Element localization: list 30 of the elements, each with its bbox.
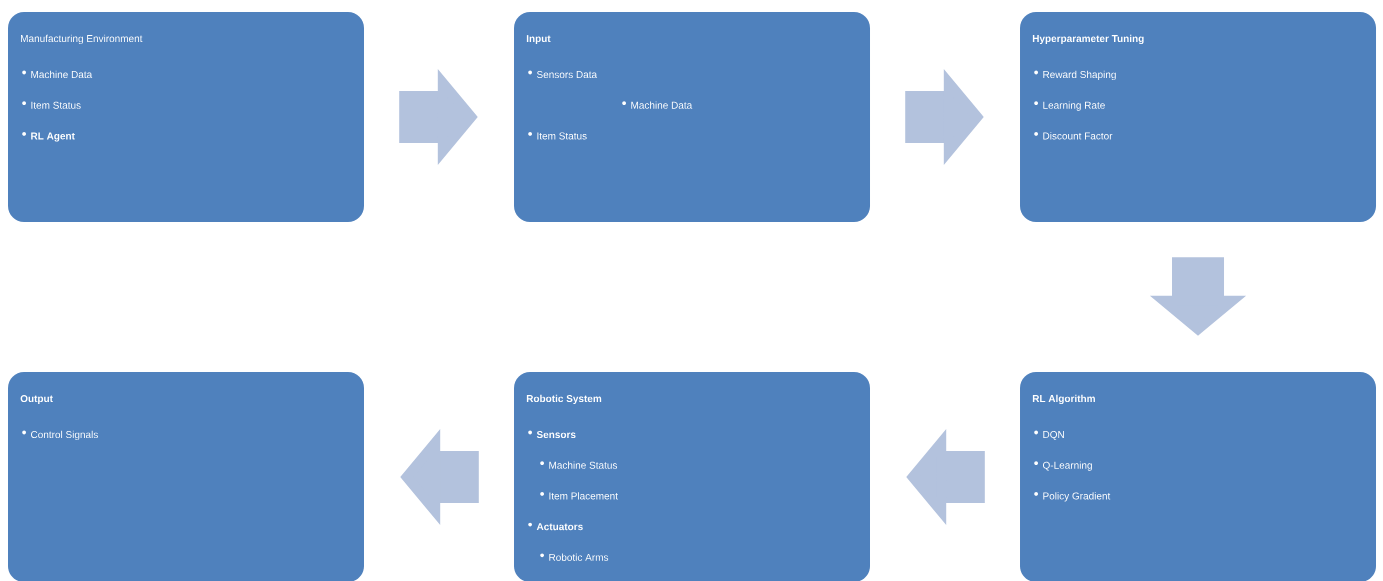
box-heading: Input bbox=[526, 35, 551, 45]
box-heading: RL Algorithm bbox=[1032, 394, 1095, 405]
bullet-item: Item Status bbox=[528, 132, 587, 140]
bullet-item: Item Placement bbox=[540, 492, 618, 500]
box-heading: Manufacturing Environment bbox=[21, 34, 143, 45]
bullet-item: Sensors bbox=[528, 430, 576, 439]
bullet-item: Item Status bbox=[22, 101, 81, 109]
bullet-item: Discount Factor bbox=[1034, 132, 1113, 140]
process-box bbox=[1020, 12, 1376, 222]
bullet-item: Control Signals bbox=[22, 430, 98, 441]
bullet-item: DQN bbox=[1034, 430, 1064, 440]
bullet-item: Machine Status bbox=[540, 461, 618, 469]
bullet-item: Policy Gradient bbox=[1034, 492, 1111, 502]
bullet-item: Reward Shaping bbox=[1034, 70, 1116, 81]
box-heading: Hyperparameter Tuning bbox=[1032, 34, 1144, 45]
process-box bbox=[8, 372, 364, 581]
bullet-item: Robotic Arms bbox=[540, 553, 609, 561]
bullet-item: Machine Data bbox=[22, 70, 93, 79]
bullet-item: Sensors Data bbox=[528, 70, 598, 79]
bullet-item: Actuators bbox=[528, 522, 583, 531]
bullet-item: RL Agent bbox=[22, 132, 75, 142]
bullet-item: Q-Learning bbox=[1034, 461, 1092, 471]
bullet-item: Machine Data bbox=[622, 101, 693, 109]
process-box bbox=[1020, 372, 1376, 581]
process-box bbox=[514, 12, 870, 222]
process-box bbox=[8, 12, 364, 222]
box-heading: Output bbox=[20, 395, 53, 405]
process-box bbox=[514, 372, 870, 581]
bullet-item: Learning Rate bbox=[1034, 101, 1105, 111]
box-heading: Robotic System bbox=[526, 394, 602, 405]
